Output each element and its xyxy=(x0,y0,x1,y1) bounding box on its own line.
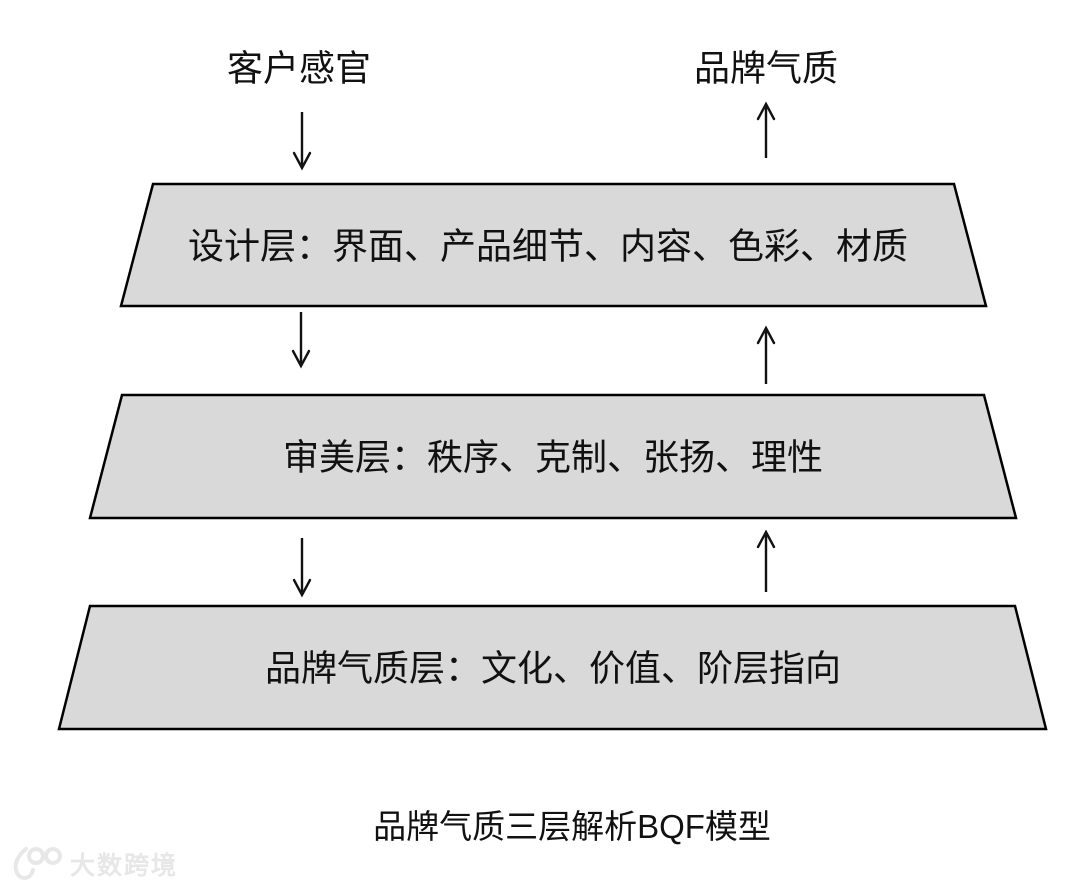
up-arrow-icon xyxy=(756,325,776,384)
layer-aesthetic-label: 审美层：秩序、克制、张扬、理性 xyxy=(282,436,824,478)
down-arrow-icon xyxy=(291,312,311,369)
layer-brand-temperament-label: 品牌气质层：文化、价值、阶层指向 xyxy=(264,647,842,689)
label-customer-perception: 客户感官 xyxy=(226,47,372,89)
watermark-text: 大数跨境 xyxy=(70,852,179,880)
down-arrow-icon xyxy=(292,112,312,171)
brand-100-logo-icon xyxy=(13,847,62,880)
up-arrow-icon xyxy=(756,101,776,158)
layer-design-label: 设计层：界面、产品细节、内容、色彩、材质 xyxy=(187,225,909,267)
down-arrow-icon xyxy=(292,538,312,598)
layer-brand-temperament-shape xyxy=(57,604,1048,731)
up-arrow-icon xyxy=(756,529,776,592)
diagram-title: 品牌气质三层解析BQF模型 xyxy=(373,808,771,846)
watermark: 大数跨境 xyxy=(10,844,178,884)
label-brand-temperament: 品牌气质 xyxy=(693,47,839,89)
layer-aesthetic-shape xyxy=(88,393,1018,520)
layer-design-shape xyxy=(119,182,988,308)
